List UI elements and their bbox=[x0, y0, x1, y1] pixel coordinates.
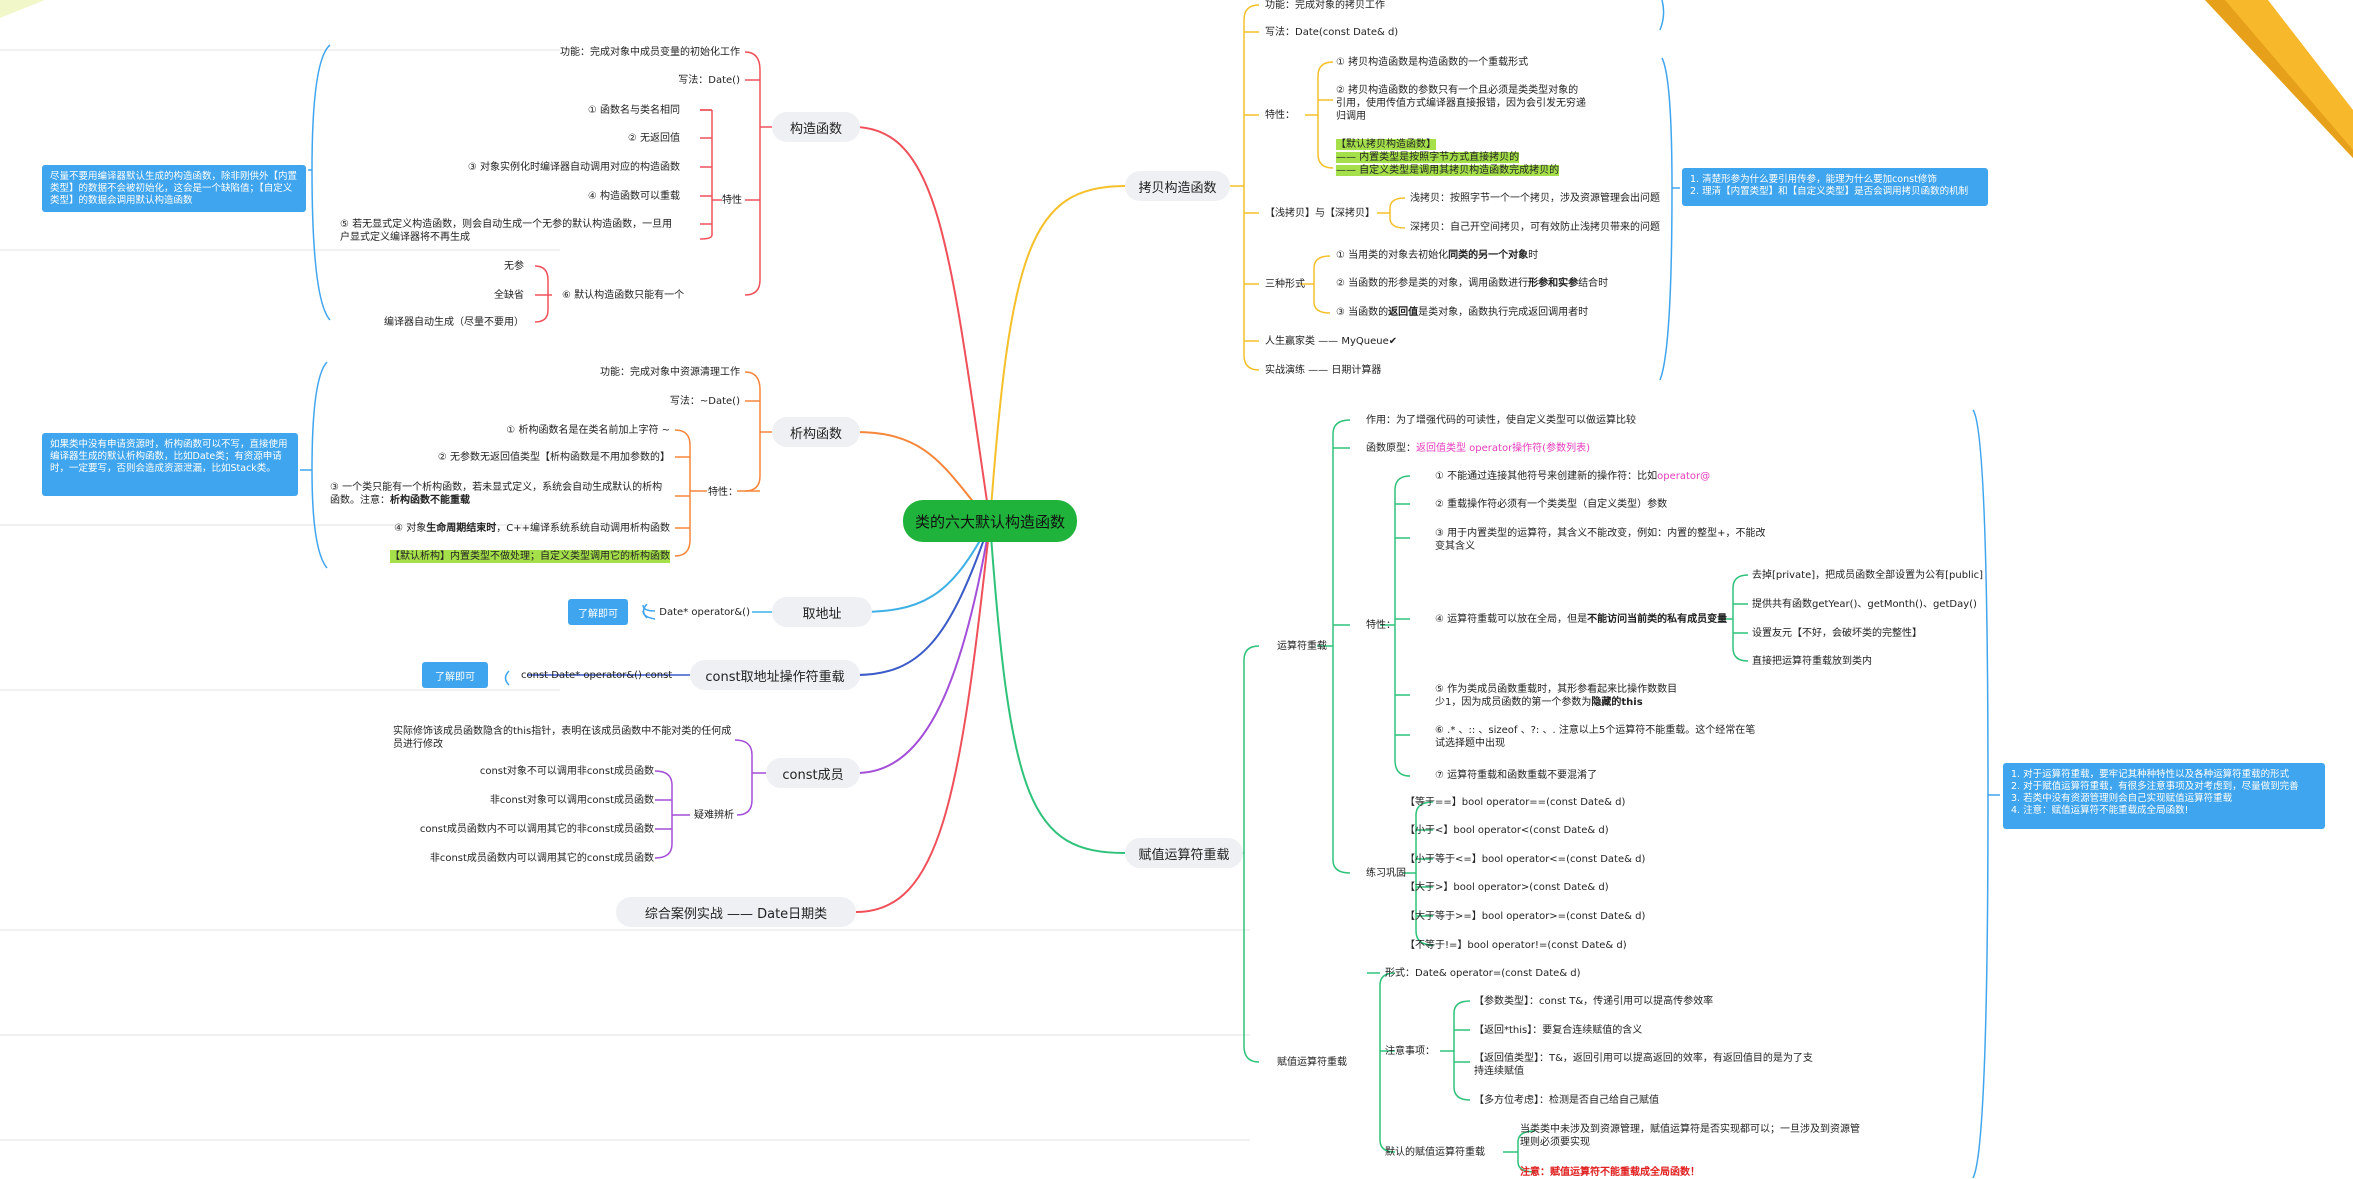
cmem-item-1: const对象不可以调用非const成员函数 bbox=[479, 766, 654, 777]
assign-practice-5: 【大于等于>=】bool operator>=(const Date& d) bbox=[1405, 911, 1646, 922]
dtor-trait-label: 特性： bbox=[708, 487, 738, 498]
dtor-trait-2: ② 无参数无返回值类型【析构函数是不用加参数的】 bbox=[437, 452, 670, 463]
pencil-icon bbox=[2205, 0, 2353, 158]
copy-default-2: —— 内置类型是按照字节方式直接拷贝的 bbox=[1336, 152, 1520, 163]
copy-form-1: ① 当用类的对象去初始化同类的另一个对象时 bbox=[1336, 250, 1539, 261]
dtor-trait-1: ① 析构函数名是在类名前加上字符 ~ bbox=[506, 425, 670, 436]
ctor-trait-3: ③ 对象实例化时编译器自动调用对应的构造函数 bbox=[467, 162, 680, 173]
assign-trait-label: 特性： bbox=[1366, 620, 1396, 631]
assign-asg-form: 形式：Date& operator=(const Date& d) bbox=[1385, 968, 1581, 979]
cmem-item-4: 非const成员函数内可以调用其它的const成员函数 bbox=[429, 853, 654, 864]
assign-practice-3: 【小于等于<=】bool operator<=(const Date& d) bbox=[1405, 854, 1646, 865]
assign-trait-4-sub-3: 设置友元【不好，会破坏类的完整性】 bbox=[1752, 628, 1922, 639]
ctor-func: 功能：完成对象中成员变量的初始化工作 bbox=[560, 47, 740, 58]
assign-op-label: 运算符重载 bbox=[1277, 641, 1327, 652]
copy-deep: 深拷贝：自己开空间拷贝，可有效防止浅拷贝带来的问题 bbox=[1410, 222, 1660, 233]
ctor-default-3: 编译器自动生成（尽量不要用） bbox=[384, 317, 524, 328]
case-node[interactable]: 综合案例实战 —— Date日期类 bbox=[616, 897, 856, 927]
cmem-item-3: const成员函数内不可以调用其它的非const成员函数 bbox=[419, 824, 654, 835]
assign-practice-1: 【等于==】bool operator==(const Date& d) bbox=[1405, 797, 1626, 808]
ctor-default-2: 全缺省 bbox=[494, 290, 524, 301]
assign-default-desc: 当类类中未涉及到资源管理，赋值运算符是否实现都可以；一旦涉及到资源管理则必须要实… bbox=[1520, 1124, 1860, 1148]
assign-practice-6: 【不等于!=】bool operator!=(const Date& d) bbox=[1405, 940, 1627, 951]
assign-trait-7: ⑦ 运算符重载和函数重载不要混淆了 bbox=[1435, 770, 1598, 781]
copy-syntax: 写法：Date(const Date& d) bbox=[1265, 27, 1399, 38]
assign-attn-1: 【参数类型】：const T&，传递引用可以提高传参效率 bbox=[1474, 996, 1714, 1007]
copy-trait-label: 特性： bbox=[1265, 110, 1295, 121]
dtor-note: 如果类中没有申请资源时，析构函数可以不写，直接使用编译器生成的默认析构函数，比如… bbox=[42, 433, 298, 496]
dtor-trait-3: ③ 一个类只能有一个析构函数，若未显式定义，系统会自动生成默认的析构函数。注意：… bbox=[330, 482, 663, 506]
copy-practice: 实战演练 —— 日期计算器 bbox=[1265, 365, 1382, 376]
assign-attn-2: 【返回*this】：要复合连续赋值的含义 bbox=[1474, 1025, 1643, 1036]
ctor-note: 尽量不要用编译器默认生成的构造函数，除非刚供外【内置类型】的数据不会被初始化，这… bbox=[42, 165, 306, 212]
assign-trait-5: ⑤ 作为类成员函数重载时，其形参看起来比操作数数目少1，因为成员函数的第一个参数… bbox=[1435, 684, 1678, 708]
ctor-default-1: 无参 bbox=[504, 261, 524, 272]
copy-func: 功能：完成对象的拷贝工作 bbox=[1265, 0, 1385, 11]
addr-node[interactable]: 取地址 bbox=[772, 597, 872, 627]
ctor-trait-label: 特性 bbox=[722, 195, 742, 206]
copy-shallow: 浅拷贝：按照字节一个一个拷贝，涉及资源管理会出问题 bbox=[1410, 193, 1660, 204]
ctor-syntax: 写法：Date() bbox=[678, 75, 740, 86]
dtor-syntax: 写法：~Date() bbox=[669, 396, 740, 407]
assign-trait-4-sub-2: 提供共有函数getYear()、getMonth()、getDay() bbox=[1752, 599, 1977, 610]
assign-trait-4-sub-1: 去掉[private]，把成员函数全部设置为公有[public] bbox=[1752, 570, 1984, 581]
assign-asg-label: 赋值运算符重载 bbox=[1277, 1057, 1347, 1068]
ctor-trait-6: ⑥ 默认构造函数只能有一个 bbox=[562, 290, 685, 301]
copy-form-3: ③ 当函数的返回值是类对象，函数执行完成返回调用者时 bbox=[1336, 307, 1589, 318]
assign-trait-3: ③ 用于内置类型的运算符，其含义不能改变，例如：内置的整型+，不能改变其含义 bbox=[1435, 528, 1766, 552]
caddr-item: const Date* operator&() const bbox=[521, 670, 673, 681]
assign-note: 1. 对于运算符重载，要牢记其种种特性以及各种运算符重载的形式 2. 对于赋值运… bbox=[2003, 763, 2325, 829]
assign-purpose: 作用：为了增强代码的可读性，使自定义类型可以做运算比较 bbox=[1366, 415, 1636, 426]
cmem-node[interactable]: const成员 bbox=[766, 758, 860, 788]
assign-trait-4-sub-4: 直接把运算符重载放到类内 bbox=[1752, 656, 1872, 667]
copy-forms-label: 三种形式 bbox=[1265, 279, 1305, 290]
copy-default-3: —— 自定义类型是调用其拷贝构造函数完成拷贝的 bbox=[1336, 165, 1560, 176]
ctor-trait-5: ⑤ 若无显式定义构造函数，则会自动生成一个无参的默认构造函数，一旦用户显式定义编… bbox=[340, 219, 673, 243]
ctor-trait-4: ④ 构造函数可以重载 bbox=[587, 191, 680, 202]
assign-practice-label: 练习巩固 bbox=[1366, 868, 1406, 879]
assign-attn-4: 【多方位考虑】：检测是否自己给自己赋值 bbox=[1474, 1095, 1659, 1106]
copy-life: 人生赢家类 —— MyQueue✔ bbox=[1265, 336, 1398, 347]
cmem-item-2: 非const对象可以调用const成员函数 bbox=[489, 795, 654, 806]
assign-node[interactable]: 赋值运算符重载 bbox=[1125, 838, 1243, 868]
root-node[interactable]: 类的六大默认构造函数 bbox=[903, 500, 1077, 542]
ctor-node[interactable]: 构造函数 bbox=[772, 112, 860, 142]
assign-default-label: 默认的赋值运算符重载 bbox=[1385, 1147, 1485, 1158]
assign-trait-2: ② 重载操作符必须有一个类类型（自定义类型）参数 bbox=[1435, 499, 1668, 510]
cmem-desc: 实际修饰该成员函数隐含的this指针，表明在该成员函数中不能对类的任何成员进行修… bbox=[393, 726, 732, 750]
dtor-func: 功能：完成对象中资源清理工作 bbox=[600, 367, 740, 378]
assign-proto: 函数原型：返回值类型 operator操作符(参数列表) bbox=[1366, 443, 1590, 454]
cmem-sub-label: 疑难辨析 bbox=[694, 810, 734, 821]
assign-attn-label: 注意事项： bbox=[1385, 1046, 1435, 1057]
assign-trait-6: ⑥ .* 、:: 、sizeof 、?: 、. 注意以上5个运算符不能重载。这个… bbox=[1435, 725, 1756, 749]
assign-default-warn: 注意：赋值运算符不能重载成全局函数！ bbox=[1520, 1167, 1700, 1178]
copy-trait-2: ② 拷贝构造函数的参数只有一个且必须是类类型对象的引用，使用传值方式编译器直接报… bbox=[1336, 85, 1586, 122]
copy-default-1: 【默认拷贝构造函数】 bbox=[1336, 139, 1436, 150]
caddr-node[interactable]: const取地址操作符重载 bbox=[690, 660, 860, 690]
assign-trait-1: ① 不能通过连接其他符号来创建新的操作符：比如operator@ bbox=[1435, 471, 1711, 482]
assign-practice-4: 【大于>】bool operator>(const Date& d) bbox=[1405, 882, 1609, 893]
assign-practice-2: 【小于<】bool operator<(const Date& d) bbox=[1405, 825, 1609, 836]
addr-learn-button[interactable]: 了解即可 bbox=[568, 599, 628, 625]
assign-trait-4: ④ 运算符重载可以放在全局，但是不能访问当前类的私有成员变量 bbox=[1435, 614, 1728, 625]
assign-attn-3: 【返回值类型】：T&，返回引用可以提高返回的效率，有返回值目的是为了支持连续赋值 bbox=[1474, 1053, 1813, 1077]
copy-form-2: ② 当函数的形参是类的对象，调用函数进行形参和实参结合时 bbox=[1336, 278, 1609, 289]
dtor-trait-4: ④ 对象生命周期结束时，C++编译系统系统自动调用析构函数 bbox=[394, 523, 670, 534]
ctor-trait-1: ① 函数名与类名相同 bbox=[587, 105, 680, 116]
addr-item: Date* operator&() bbox=[659, 607, 750, 618]
dtor-trait-5: 【默认析构】内置类型不做处理；自定义类型调用它的析构函数 bbox=[390, 550, 670, 563]
caddr-learn-button[interactable]: 了解即可 bbox=[422, 662, 488, 688]
copy-sd-label: 【浅拷贝】与【深拷贝】 bbox=[1265, 208, 1375, 219]
dtor-node[interactable]: 析构函数 bbox=[772, 417, 860, 447]
ctor-trait-2: ② 无返回值 bbox=[627, 133, 680, 144]
copy-trait-1: ① 拷贝构造函数是构造函数的一个重载形式 bbox=[1336, 57, 1529, 68]
copy-note: 1. 清楚形参为什么要引用传参，能理为什么要加const修饰 2. 理清【内置类… bbox=[1682, 168, 1988, 206]
copy-node[interactable]: 拷贝构造函数 bbox=[1125, 171, 1230, 201]
